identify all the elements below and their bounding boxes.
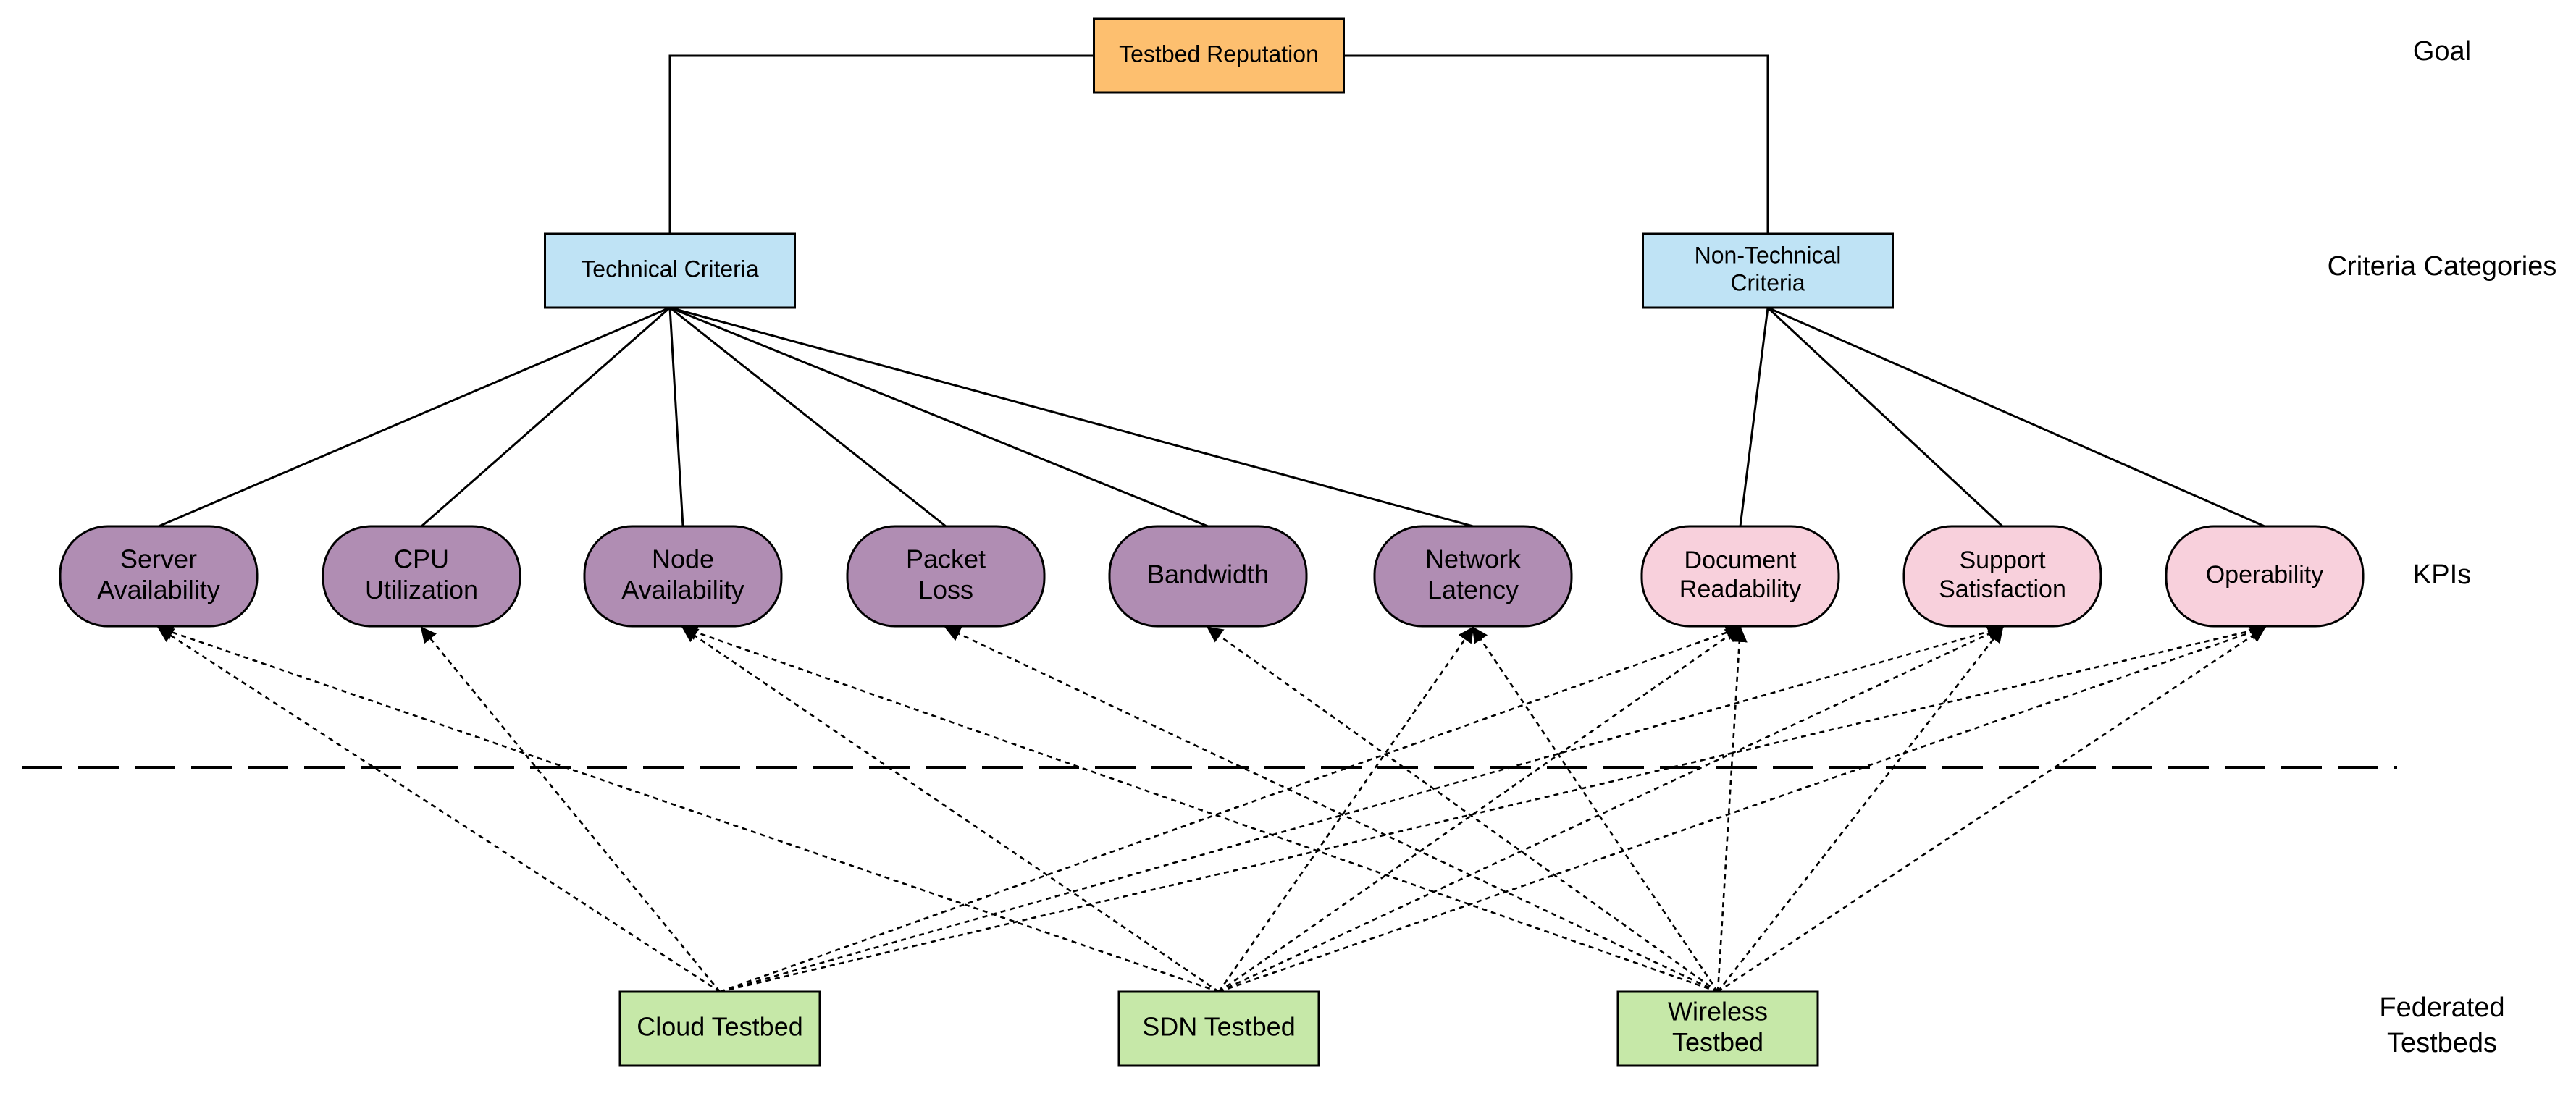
testbed-box xyxy=(1117,990,1320,1067)
category-box xyxy=(1642,232,1894,309)
testbed-to-kpi-dotted-arrow xyxy=(1472,626,1719,992)
testbed-to-kpi-dotted-arrow xyxy=(719,625,1742,993)
category-node-technical: Technical Criteria xyxy=(544,232,796,309)
kpi-pill xyxy=(1902,525,2102,628)
testbed-to-kpi-dotted-arrow xyxy=(420,626,721,992)
category-to-kpi-connector xyxy=(421,306,671,528)
kpi-server-text: Availability xyxy=(97,575,219,604)
testbed-sdn-text: SDN Testbed xyxy=(1142,1012,1295,1042)
kpi-server-text: Server xyxy=(120,544,197,573)
kpi-bandwidth-text: Bandwidth xyxy=(1147,560,1269,589)
kpi-node-operability: Operability xyxy=(2165,525,2365,628)
kpi-node-text: Node xyxy=(652,544,714,573)
testbed-to-kpi-dotted-arrow xyxy=(156,625,1220,993)
category-to-kpi-connector xyxy=(1739,307,1769,527)
kpi-pill xyxy=(846,525,1046,628)
testbed-to-kpi-dotted-arrow xyxy=(1218,626,1742,993)
kpi-document-text: Readability xyxy=(1679,576,1801,603)
testbed-to-kpi-dotted-arrow xyxy=(1218,626,2004,993)
kpi-cpu-text: CPU xyxy=(394,544,449,573)
testbed-to-kpi-dotted-arrow xyxy=(719,623,2005,993)
category-to-kpi-connector xyxy=(668,307,684,527)
level-label-testbeds: Testbeds xyxy=(2387,1028,2497,1058)
testbed-to-kpi-dotted-arrow xyxy=(1217,626,1474,992)
testbed-node-sdn: SDN Testbed xyxy=(1117,990,1320,1067)
kpi-node-text: Availability xyxy=(621,575,744,604)
kpi-support-text: Satisfaction xyxy=(1939,576,2066,603)
kpi-latency-text: Network xyxy=(1425,544,1522,573)
category-nontechnical-text: Non-Technical xyxy=(1695,243,1842,269)
testbed-to-kpi-dotted-arrow xyxy=(681,626,1220,993)
kpi-packet-text: Packet xyxy=(906,544,986,573)
category-to-kpi-connector xyxy=(669,306,947,528)
kpi-pill xyxy=(583,525,783,628)
testbed-to-kpi-dotted-arrow xyxy=(681,625,1719,993)
kpi-latency-text: Latency xyxy=(1427,575,1519,604)
goal-box xyxy=(1093,17,1345,94)
kpi-pill xyxy=(1373,525,1573,628)
testbed-to-kpi-dotted-arrow xyxy=(1717,626,2266,993)
kpi-operability-text: Operability xyxy=(2206,561,2324,589)
kpi-document-text: Document xyxy=(1685,547,1797,574)
goal-label: Testbed Reputation xyxy=(1119,41,1319,67)
testbed-box xyxy=(1616,990,1819,1067)
category-to-kpi-connector xyxy=(158,306,671,528)
category-to-kpi-connector xyxy=(669,306,1474,528)
category-to-kpi-connector xyxy=(1766,306,2004,528)
kpi-node-bandwidth: Bandwidth xyxy=(1108,525,1308,628)
kpi-packet-text: Loss xyxy=(918,575,973,604)
category-technical-text: Technical Criteria xyxy=(581,256,759,282)
testbed-to-kpi-dotted-arrow xyxy=(1716,626,2004,992)
category-nontechnical-text: Criteria xyxy=(1730,269,1805,295)
testbed-to-kpi-dotted-arrow xyxy=(719,623,2267,993)
testbed-wireless-text: Wireless xyxy=(1668,996,1768,1026)
kpi-cpu-text: Utilization xyxy=(365,575,478,604)
testbed-to-kpi-dotted-arrow xyxy=(157,626,721,993)
kpi-pill xyxy=(1640,525,1840,628)
level-label-criteria-categories: Criteria Categories xyxy=(2328,251,2557,282)
testbed-to-kpi-dotted-arrow xyxy=(944,626,1719,993)
testbed-to-kpi-dotted-arrow xyxy=(1218,625,2267,993)
goal-to-category-connector xyxy=(1343,54,1769,234)
level-label-goal: Goal xyxy=(2413,36,2471,67)
goal-to-category-connector xyxy=(668,54,1094,234)
kpi-pill xyxy=(1108,525,1308,628)
testbed-box xyxy=(618,990,821,1067)
testbed-to-kpi-dotted-arrow xyxy=(1716,625,1748,992)
testbed-node-cloud: Cloud Testbed xyxy=(618,990,821,1067)
kpi-pill xyxy=(2165,525,2365,628)
kpi-support-text: Support xyxy=(1959,547,2046,574)
testbed-cloud-text: Cloud Testbed xyxy=(637,1012,803,1042)
category-box xyxy=(544,232,796,309)
goal-node: Testbed Reputation xyxy=(1093,17,1345,94)
kpi-pill xyxy=(59,525,259,628)
kpi-pill xyxy=(322,525,521,628)
category-to-kpi-connector xyxy=(669,306,1209,528)
level-label-kpis: KPIs xyxy=(2413,560,2471,590)
level-label-federated: Federated xyxy=(2379,992,2504,1023)
category-to-kpi-connector xyxy=(1767,306,2265,528)
testbed-wireless-text: Testbed xyxy=(1672,1027,1763,1057)
testbed-to-kpi-dotted-arrow xyxy=(1207,626,1719,993)
